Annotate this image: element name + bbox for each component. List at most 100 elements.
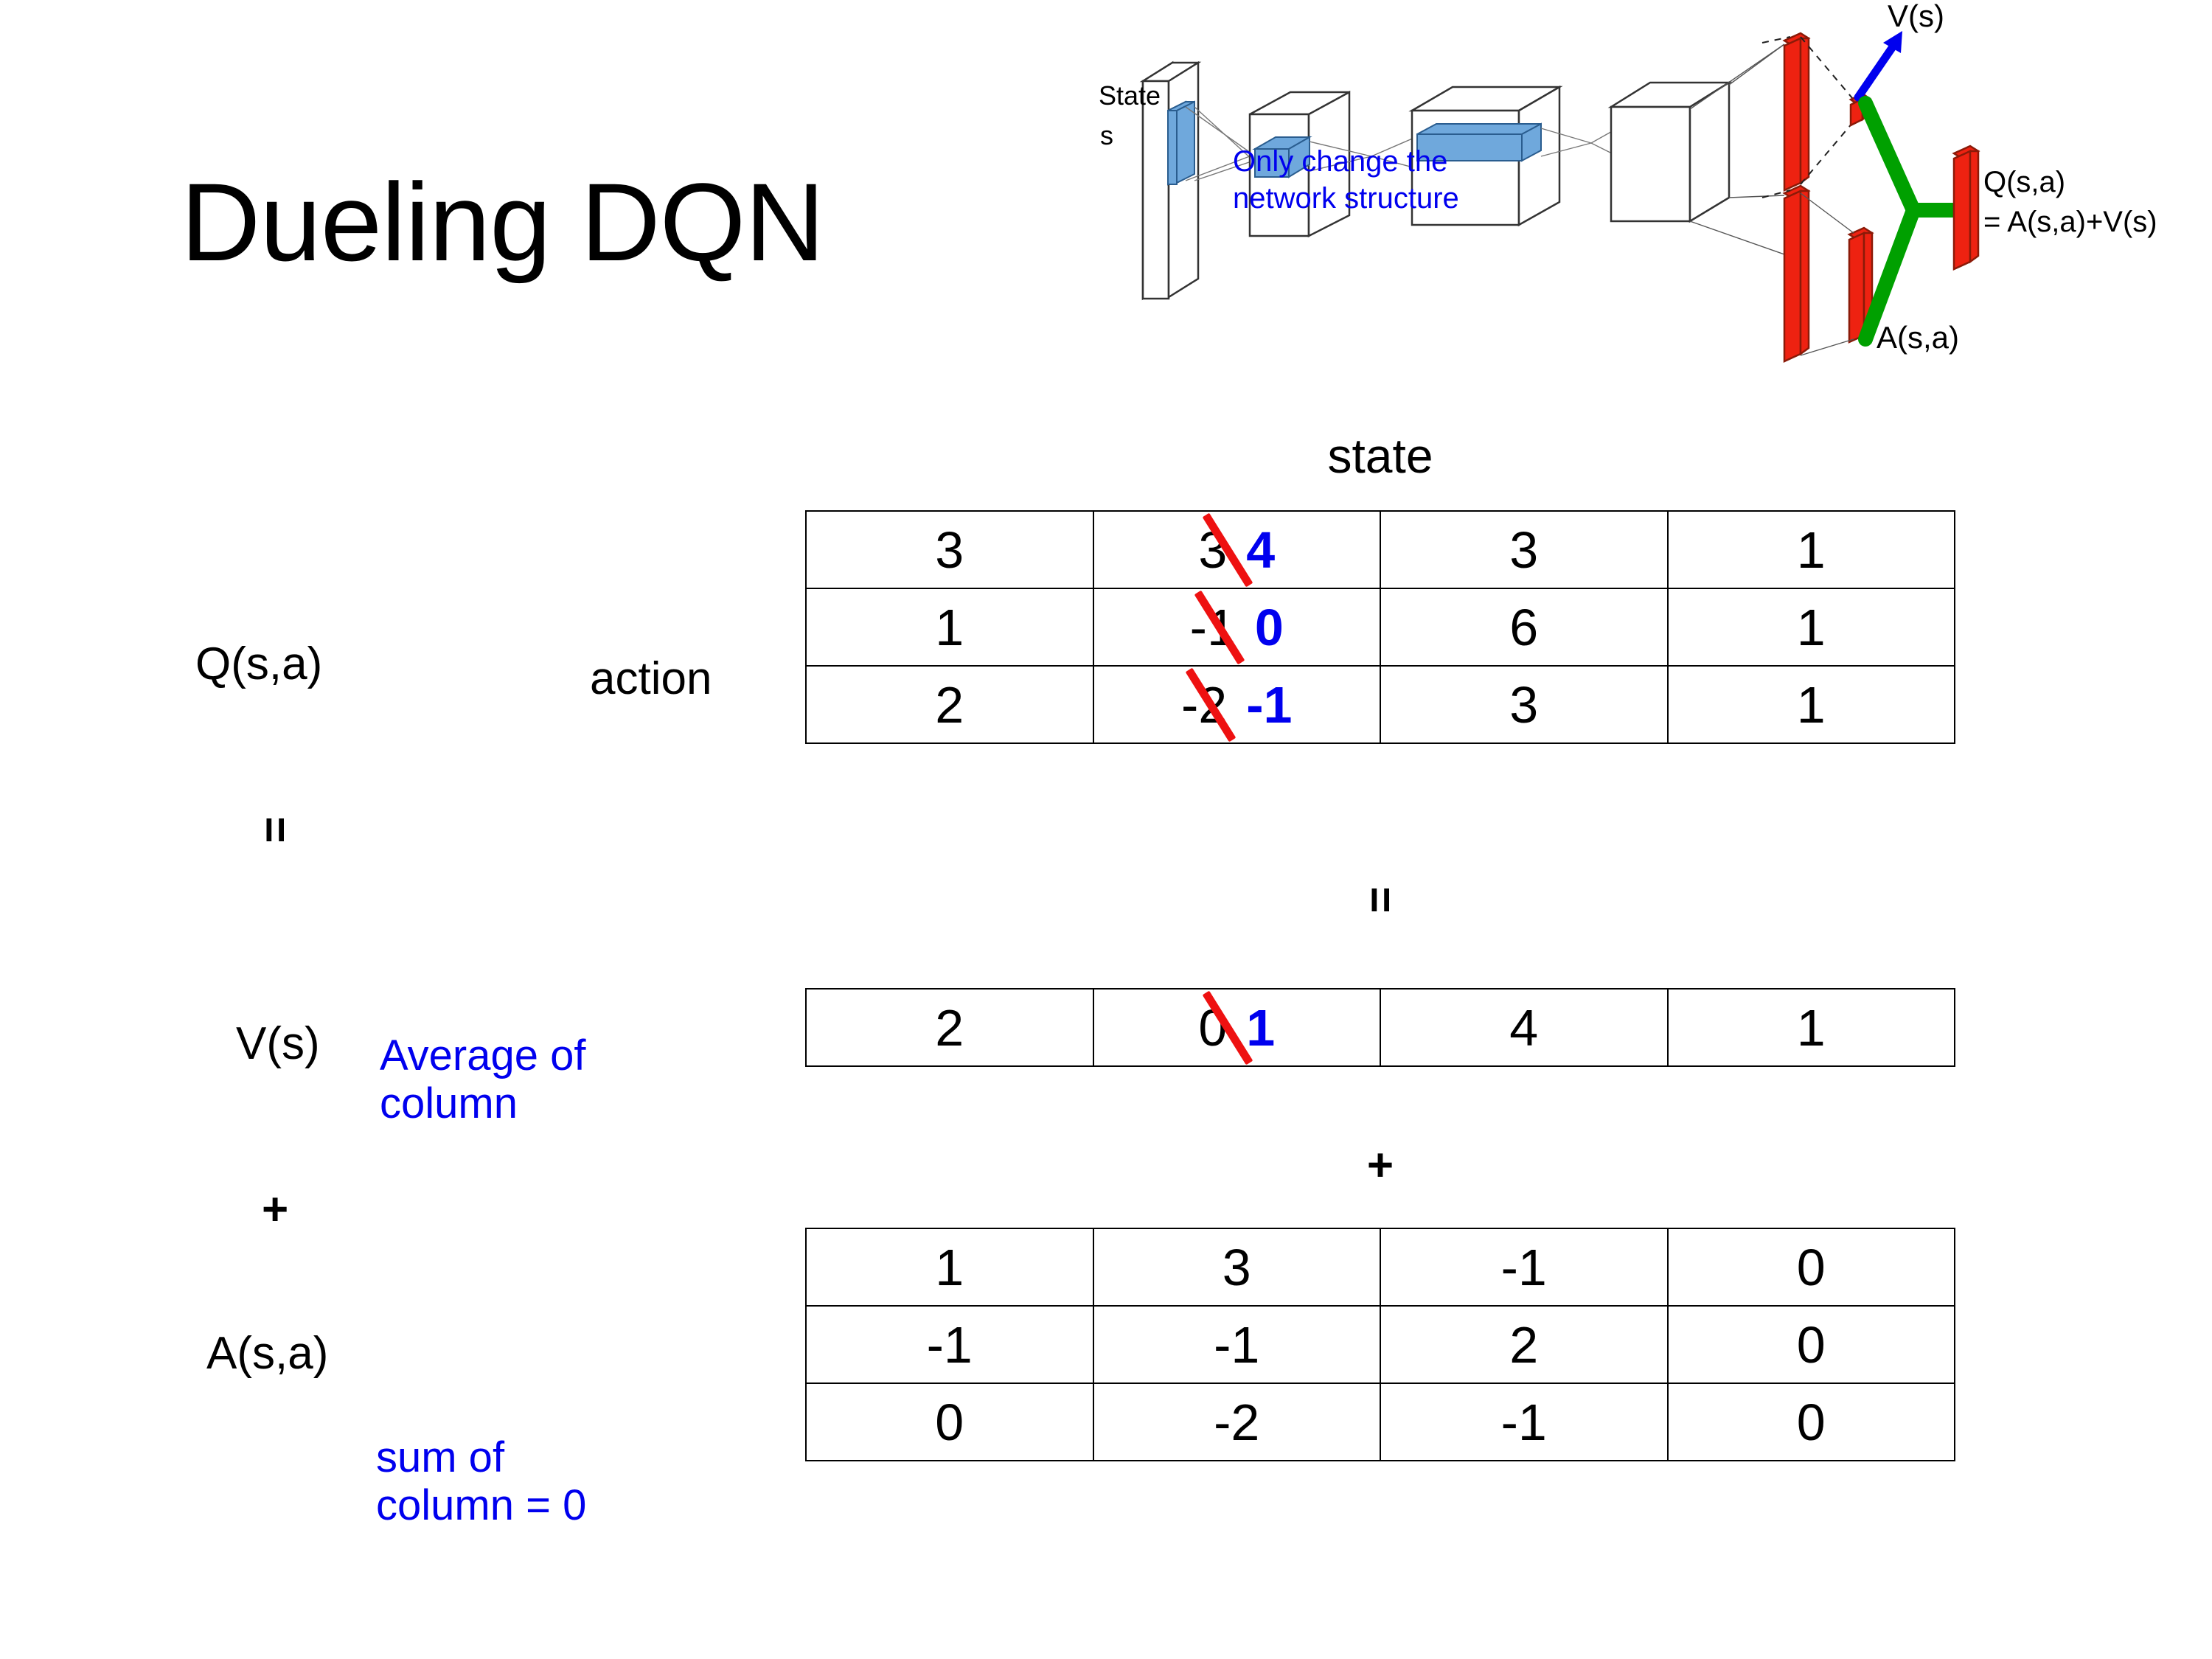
- plus-symbol-left: +: [262, 1184, 289, 1235]
- table-cell: 3: [805, 510, 1094, 589]
- v-function-label: V(s): [236, 1018, 320, 1069]
- input-filter-patch: [1167, 100, 1195, 186]
- table-cell: 2: [805, 665, 1094, 744]
- equals-separator: =: [805, 874, 1955, 926]
- cell-value: 1: [1796, 675, 1826, 734]
- diagram-q-label-line1: Q(s,a): [1983, 166, 2065, 198]
- cell-value: 1: [1796, 998, 1826, 1057]
- table-cell: 3: [1380, 665, 1669, 744]
- state-axis-label: state: [1327, 428, 1433, 483]
- table-row: 2 -2-1 3 1: [805, 665, 1955, 744]
- strikethrough-mark: [1185, 667, 1237, 742]
- q-output-bar: [1952, 145, 1980, 271]
- table-cell: 1: [1666, 588, 1955, 667]
- table-cell: 0: [1666, 1382, 1955, 1461]
- advantage-output-bar: [1847, 226, 1874, 344]
- table-cell: 1: [805, 588, 1094, 667]
- cell-value: 0: [1796, 1315, 1826, 1374]
- cell-value: 6: [1509, 598, 1539, 656]
- cell-value: 3: [1509, 521, 1539, 579]
- cell-value: -1: [1214, 1315, 1260, 1374]
- sum-note-line2: column = 0: [376, 1481, 587, 1529]
- table-cell: 1: [805, 1228, 1094, 1307]
- table-cell: 1: [1666, 665, 1955, 744]
- cell-value: 0: [1796, 1393, 1826, 1451]
- a-value-table: 1 3 -1 0 -1 -1 2 0 0 -2 -1 0: [805, 1228, 1955, 1461]
- cell-value: 1: [935, 598, 964, 656]
- cell-value: 2: [1509, 1315, 1539, 1374]
- conv-filter-1: [1252, 136, 1312, 178]
- q-function-label: Q(s,a): [195, 639, 323, 689]
- page-title: Dueling DQN: [181, 160, 825, 284]
- cell-value: -2: [1214, 1393, 1260, 1451]
- table-cell: 3: [1092, 1228, 1381, 1307]
- diagram-note-line2: network structure: [1233, 182, 1459, 215]
- a-function-label: A(s,a): [206, 1328, 329, 1379]
- conv-cube-3: [1607, 80, 1733, 223]
- table-row: 1 3 -1 0: [805, 1228, 1955, 1307]
- diagram-advantage-label: A(s,a): [1877, 320, 1959, 355]
- cell-value: 3: [1509, 675, 1539, 734]
- plus-separator: +: [1366, 1140, 1394, 1191]
- cell-value: -1: [926, 1315, 973, 1374]
- dueling-network-diagram: State s Only change the network structur…: [1099, 0, 2212, 398]
- average-of-column-note: Average of column: [380, 1032, 585, 1128]
- diagram-q-label-line2: = A(s,a)+V(s): [1983, 206, 2157, 238]
- table-cell: 4: [1380, 988, 1669, 1067]
- table-cell: 0: [1666, 1305, 1955, 1384]
- cell-value: 1: [935, 1238, 964, 1296]
- value-dashed-links: [1761, 36, 1857, 198]
- old-value: -2: [1181, 667, 1237, 742]
- cell-value: 4: [1509, 998, 1539, 1057]
- table-cell: -1: [1092, 1305, 1381, 1384]
- sum-of-column-note: sum of column = 0: [376, 1433, 587, 1530]
- stream-split-lines: [1689, 44, 1785, 255]
- cell-value: -1: [1500, 1393, 1547, 1451]
- new-value: -1: [1246, 675, 1293, 734]
- equals-separator-glyph: =: [1354, 886, 1406, 914]
- cell-value: 3: [1222, 1238, 1251, 1296]
- value-stream-bar: [1782, 32, 1811, 192]
- equals-symbol-left: =: [249, 816, 301, 844]
- table-cell: 1: [1666, 988, 1955, 1067]
- cell-value: 1: [1796, 598, 1826, 656]
- table-cell: 2: [805, 988, 1094, 1067]
- average-note-line2: column: [380, 1079, 518, 1127]
- table-cell: 1: [1666, 510, 1955, 589]
- table-row: 0 -2 -1 0: [805, 1382, 1955, 1461]
- action-axis-label: action: [590, 653, 712, 704]
- table-cell: 2: [1380, 1305, 1669, 1384]
- diagram-state-label-line2: s: [1100, 120, 1113, 150]
- table-cell: -1: [805, 1305, 1094, 1384]
- table-cell: -2-1: [1092, 665, 1381, 744]
- value-arrow-icon: [1854, 31, 1902, 102]
- table-cell: -2: [1092, 1382, 1381, 1461]
- cell-value: 3: [935, 521, 964, 579]
- new-value: 4: [1246, 521, 1276, 579]
- cell-value: 0: [935, 1393, 964, 1451]
- average-note-line1: Average of: [380, 1032, 586, 1079]
- aggregation-connector: [1858, 96, 1965, 347]
- table-cell: 6: [1380, 588, 1669, 667]
- cell-value: 0: [1796, 1238, 1826, 1296]
- diagram-value-label: V(s): [1888, 0, 1944, 33]
- advantage-stream-bar: [1782, 184, 1811, 363]
- old-value: 0: [1198, 990, 1253, 1065]
- connection-lines-2: [1309, 136, 1416, 172]
- new-value: 1: [1246, 998, 1276, 1057]
- cell-value: 2: [935, 998, 964, 1057]
- strikethrough-mark: [1194, 590, 1245, 664]
- table-cell: -1: [1380, 1228, 1669, 1307]
- old-value: 3: [1198, 512, 1253, 587]
- diagram-note-line1: Only change the: [1233, 145, 1447, 178]
- cell-value: 2: [935, 675, 964, 734]
